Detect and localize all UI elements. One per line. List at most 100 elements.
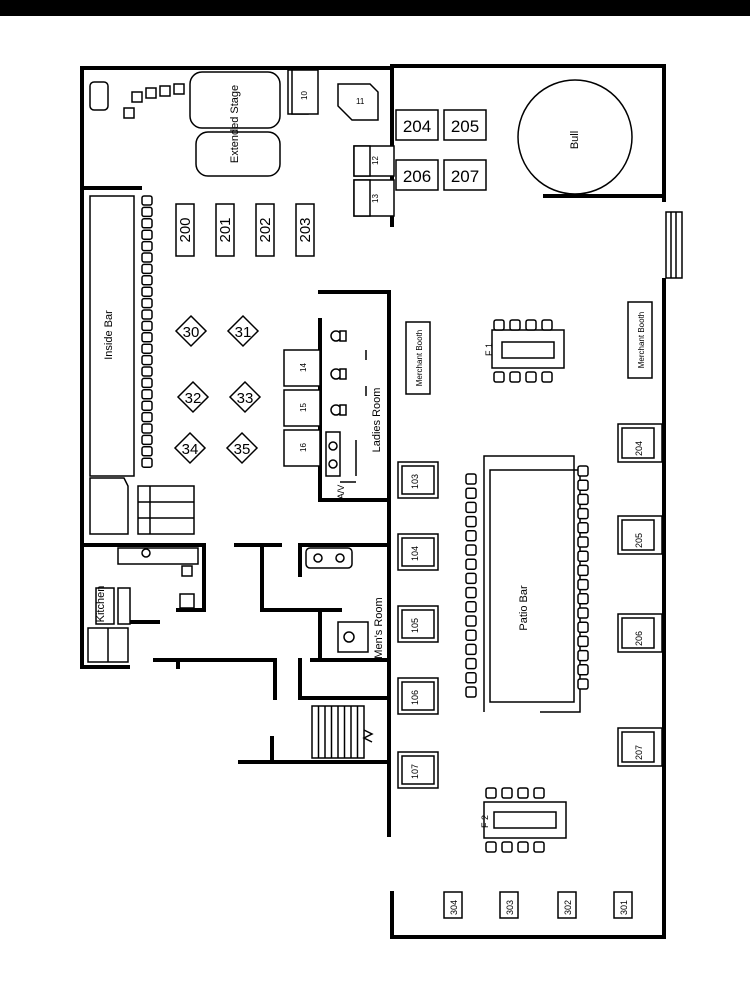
f1-chair [509,319,521,331]
f2-chair [485,841,497,853]
table-202: 202 [257,217,274,242]
stage-equipment [89,81,185,119]
table-302: 302 [563,900,573,915]
coolers [89,477,195,535]
bar-stool [141,343,153,354]
merchant-booths: Merchant Booth Merchant Booth [405,301,653,395]
table-106: 106 [410,690,420,705]
bar-stool [141,297,153,309]
f2-chair [501,841,513,853]
f-table-chairs [485,319,553,853]
patio-stool [577,678,589,690]
table-303: 303 [505,900,515,915]
patio-bar-label: Patio Bar [518,585,530,631]
patio-right-tables: 204 205 206 207 [617,423,663,767]
f1-chair [541,371,553,383]
high-tables: 200 201 202 203 [175,203,315,257]
stairs [311,705,374,759]
bar-stool [141,332,153,343]
table-32: 32 [185,390,202,407]
unit-13-label: 13 [371,194,380,203]
bull-label: Bull [569,131,581,149]
patio-stool [465,501,477,514]
patio-stool [577,649,589,662]
table-200: 200 [177,217,194,242]
f1-chair [525,371,537,383]
kitchen: Kitchen [87,547,199,663]
patio-stool [465,515,477,528]
patio-table-205: 205 [634,533,644,548]
f1-table: F 1 [484,329,565,369]
inside-bar-stools [141,195,153,468]
bar-stool [141,457,153,468]
stall-15-label: 15 [299,403,308,412]
walls [80,64,666,939]
patio-table-206: 206 [634,631,644,646]
patio-stool [577,536,589,548]
table-34: 34 [182,441,199,458]
merchant-booth-1-label: Merchant Booth [415,330,424,386]
table-201: 201 [217,217,234,242]
patio-left-tables: 103 104 105 106 107 [397,461,439,789]
stage-table-204: 204 [403,117,431,136]
f2-chair [485,787,497,799]
bar-stool [141,366,153,377]
table-304: 304 [449,900,459,915]
table-103: 103 [410,474,420,489]
patio-stool [577,465,589,477]
extended-stage: Extended Stage [189,71,281,177]
bar-stool [141,354,153,366]
patio-stool [577,507,589,520]
bar-stool [141,218,153,229]
stage-table-206: 206 [403,167,431,186]
patio-stool [577,564,589,577]
patio-stool [577,664,589,676]
patio-stool [577,607,589,619]
diamond-tables: 30 31 32 33 34 35 [173,314,262,465]
top-black-bar [0,0,750,16]
extended-stage-label: Extended Stage [229,85,241,163]
patio-stool [465,672,477,684]
patio-table-207: 207 [634,745,644,760]
stage-tables: 204 205 206 207 [395,109,487,191]
patio-stool [465,530,477,542]
f1-chair [509,371,521,383]
stall-16-label: 16 [299,443,308,452]
patio-stool [577,479,589,491]
mens-room: Men's Room [305,547,385,659]
patio-stool [465,629,477,641]
stage-units: 10 11 12 13 [287,69,395,217]
patio-stool [465,473,477,485]
table-35: 35 [234,441,251,458]
table-33: 33 [237,390,254,407]
f2-chair [533,787,545,799]
unit-12-label: 12 [371,156,380,165]
f2-chair [517,787,529,799]
bottom-tables: 304 303 302 301 [443,891,633,919]
bar-stool [141,252,153,263]
patio-table-204: 204 [634,441,644,456]
ladies-room-label: Ladies Room [371,388,383,453]
table-105: 105 [410,618,420,633]
unit-11-label: 11 [356,97,365,106]
patio-stool [465,544,477,556]
f2-label: F 2 [480,815,490,828]
kitchen-label: Kitchen [95,586,107,623]
patio-bar-stools [465,465,589,698]
mens-room-label: Men's Room [373,597,385,658]
patio-stool [465,586,477,599]
unit-10-label: 10 [300,91,309,100]
patio-stool [465,657,477,670]
f1-label: F 1 [484,343,494,356]
ladies-room: 14 15 16 Ladies Room A/V [283,330,383,500]
bar-stool [141,206,153,218]
f1-chair [493,319,505,331]
bar-stool [141,309,153,320]
f2-chair [533,841,545,853]
stage-table-205: 205 [451,117,479,136]
f2-chair [517,841,529,853]
f1-chair [525,319,537,331]
patio-bar: Patio Bar [483,455,581,713]
av-label: A/V [336,485,346,500]
table-30: 30 [183,324,200,341]
